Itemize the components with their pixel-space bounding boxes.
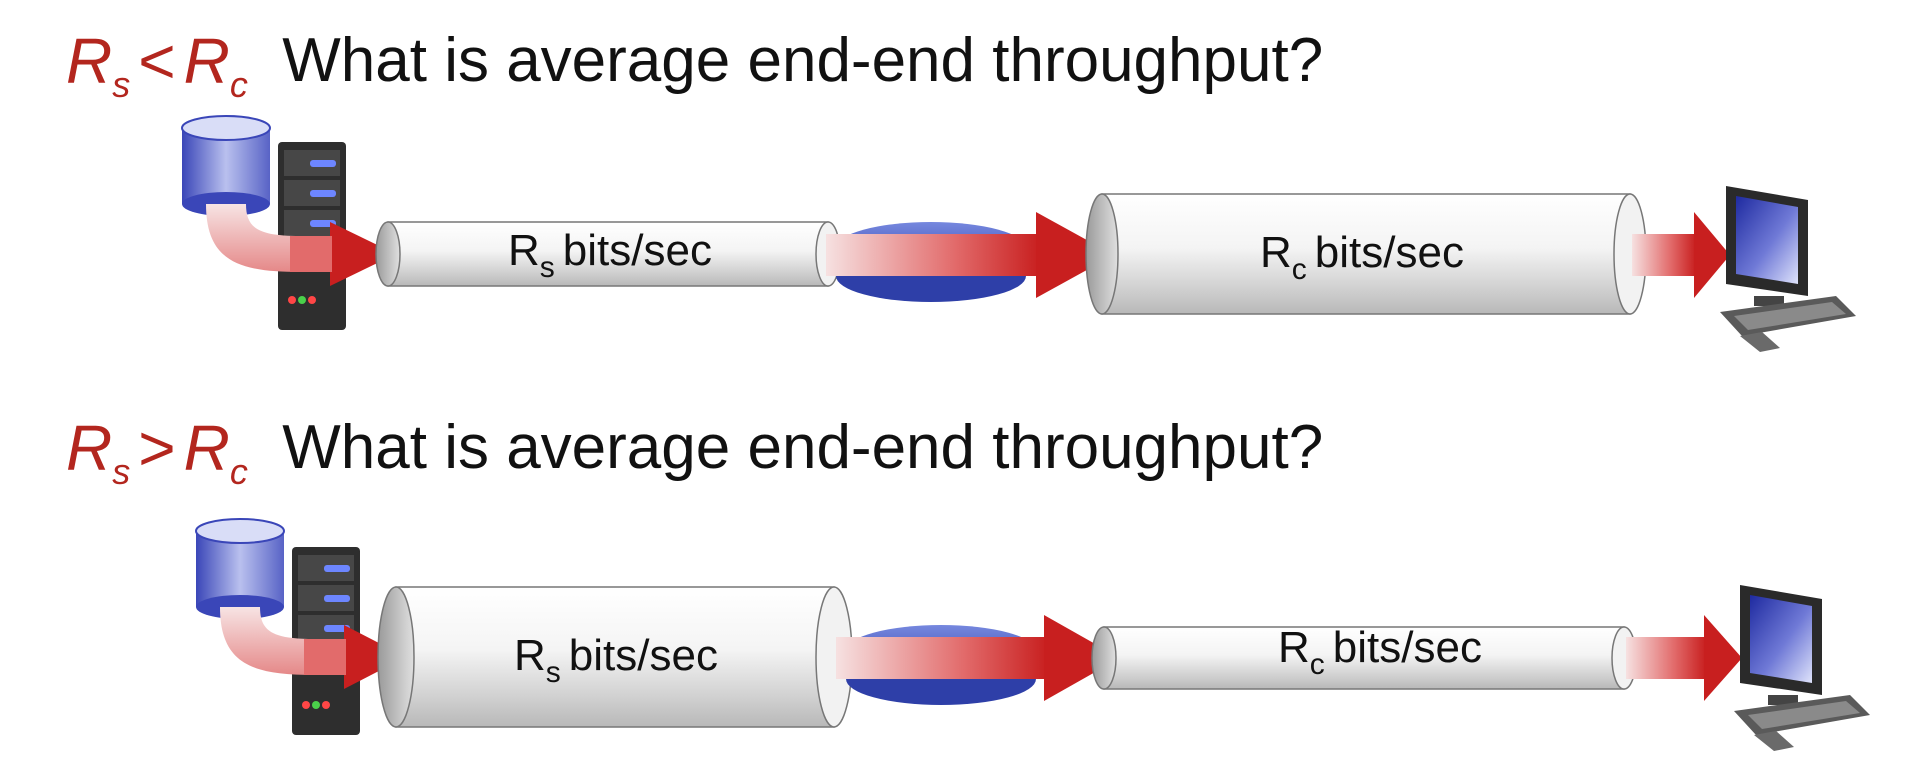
scenario-heading: Rs>Rc What is average end-end throughput… — [66, 403, 1323, 493]
question-text: What is average end-end throughput? — [282, 413, 1324, 482]
red-arrow-icon — [836, 615, 1120, 701]
database-icon — [195, 518, 285, 619]
network-diagram — [195, 518, 1870, 751]
condition-formula: Rs>Rc — [66, 412, 248, 492]
scenario-2: Rs>Rc What is average end-end throughput… — [0, 383, 1921, 763]
computer-icon — [1720, 186, 1856, 352]
red-arrow-icon — [1626, 615, 1742, 701]
server-link-pipe — [377, 586, 853, 728]
network-diagram — [181, 115, 1856, 352]
database-icon — [181, 115, 271, 216]
client-link-pipe — [1085, 193, 1647, 315]
scenario-heading: Rs<Rc What is average end-end throughput… — [66, 16, 1323, 106]
client-link-pipe — [1091, 626, 1637, 690]
red-arrow-icon — [1632, 212, 1730, 298]
scenario-1: Rs<Rc What is average end-end throughput… — [0, 0, 1921, 380]
computer-icon — [1734, 585, 1870, 751]
red-arrow-icon — [826, 212, 1114, 298]
red-arrow-icon — [206, 204, 396, 286]
red-arrow-icon — [220, 607, 406, 689]
question-text: What is average end-end throughput? — [282, 26, 1324, 95]
server-link-pipe — [375, 221, 841, 287]
condition-formula: Rs<Rc — [66, 25, 248, 105]
